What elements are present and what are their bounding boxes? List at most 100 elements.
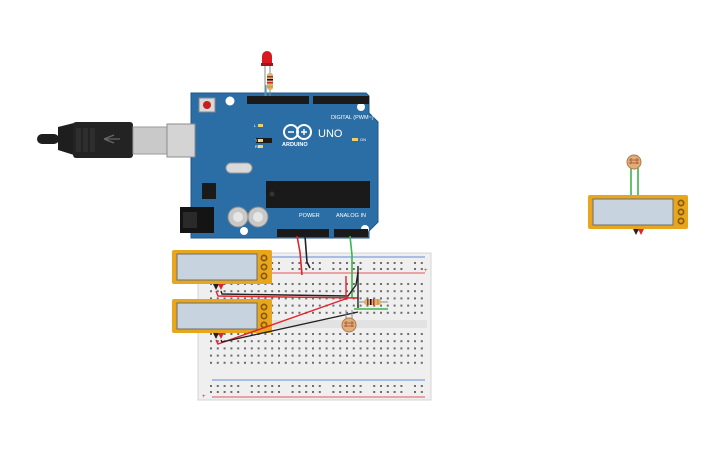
breadboard-hole[interactable]: [346, 385, 348, 387]
breadboard-hole[interactable]: [230, 333, 233, 335]
breadboard-hole[interactable]: [339, 290, 342, 293]
breadboard-hole[interactable]: [414, 290, 416, 293]
breadboard-hole[interactable]: [414, 354, 416, 357]
breadboard-hole[interactable]: [386, 354, 389, 357]
resistor-icon[interactable]: [358, 299, 388, 305]
breadboard-hole[interactable]: [223, 347, 226, 350]
breadboard-hole[interactable]: [318, 391, 321, 393]
photoresistor-icon[interactable]: [341, 310, 357, 333]
breadboard-hole[interactable]: [291, 262, 294, 264]
breadboard-hole[interactable]: [393, 262, 396, 264]
breadboard-hole[interactable]: [278, 262, 280, 264]
breadboard-hole[interactable]: [271, 297, 274, 300]
breadboard-hole[interactable]: [223, 333, 226, 335]
breadboard-hole[interactable]: [271, 311, 274, 314]
breadboard-hole[interactable]: [386, 262, 389, 264]
breadboard-hole[interactable]: [407, 361, 410, 364]
breadboard-hole[interactable]: [386, 283, 389, 285]
breadboard-hole[interactable]: [359, 385, 362, 387]
breadboard-hole[interactable]: [352, 290, 355, 293]
breadboard-hole[interactable]: [298, 347, 301, 350]
breadboard-hole[interactable]: [339, 311, 342, 314]
breadboard-hole[interactable]: [373, 283, 376, 285]
breadboard-hole[interactable]: [325, 340, 328, 343]
breadboard-hole[interactable]: [420, 333, 423, 335]
breadboard-hole[interactable]: [352, 340, 355, 343]
breadboard-hole[interactable]: [257, 340, 260, 343]
breadboard-hole[interactable]: [264, 391, 267, 393]
breadboard-hole[interactable]: [271, 333, 274, 335]
breadboard-hole[interactable]: [414, 361, 416, 364]
breadboard-hole[interactable]: [339, 385, 342, 387]
breadboard-hole[interactable]: [366, 297, 369, 300]
breadboard-hole[interactable]: [414, 333, 416, 335]
breadboard-hole[interactable]: [250, 361, 253, 364]
breadboard-hole[interactable]: [400, 297, 403, 300]
breadboard-hole[interactable]: [373, 385, 376, 387]
breadboard-hole[interactable]: [271, 304, 274, 307]
breadboard-hole[interactable]: [366, 361, 369, 364]
breadboard-hole[interactable]: [305, 340, 308, 343]
breadboard-hole[interactable]: [352, 268, 355, 270]
breadboard-hole[interactable]: [325, 333, 328, 335]
breadboard-hole[interactable]: [312, 283, 314, 285]
breadboard-hole[interactable]: [400, 283, 403, 285]
breadboard-hole[interactable]: [366, 347, 369, 350]
breadboard-hole[interactable]: [244, 354, 246, 357]
breadboard-hole[interactable]: [312, 340, 314, 343]
breadboard-hole[interactable]: [339, 347, 342, 350]
breadboard-hole[interactable]: [244, 361, 246, 364]
breadboard-hole[interactable]: [305, 268, 308, 270]
breadboard-hole[interactable]: [305, 304, 308, 307]
breadboard-hole[interactable]: [352, 262, 355, 264]
breadboard-hole[interactable]: [264, 340, 267, 343]
breadboard-hole[interactable]: [386, 385, 389, 387]
breadboard-hole[interactable]: [278, 361, 280, 364]
breadboard-hole[interactable]: [257, 290, 260, 293]
breadboard-hole[interactable]: [257, 297, 260, 300]
breadboard-hole[interactable]: [420, 311, 423, 314]
breadboard-hole[interactable]: [420, 354, 423, 357]
breadboard-hole[interactable]: [400, 385, 403, 387]
breadboard-hole[interactable]: [312, 304, 314, 307]
breadboard-hole[interactable]: [325, 311, 328, 314]
breadboard-hole[interactable]: [284, 340, 287, 343]
breadboard-hole[interactable]: [318, 385, 321, 387]
breadboard-hole[interactable]: [414, 283, 416, 285]
breadboard-hole[interactable]: [216, 290, 219, 293]
breadboard-hole[interactable]: [325, 290, 328, 293]
breadboard-hole[interactable]: [271, 391, 274, 393]
breadboard-hole[interactable]: [407, 290, 410, 293]
breadboard-hole[interactable]: [393, 333, 396, 335]
breadboard-hole[interactable]: [284, 333, 287, 335]
breadboard-hole[interactable]: [380, 333, 382, 335]
breadboard-hole[interactable]: [414, 347, 416, 350]
breadboard-hole[interactable]: [318, 354, 321, 357]
breadboard-hole[interactable]: [278, 304, 280, 307]
breadboard-hole[interactable]: [298, 290, 301, 293]
breadboard-hole[interactable]: [278, 290, 280, 293]
breadboard-hole[interactable]: [250, 290, 253, 293]
breadboard-hole[interactable]: [414, 268, 416, 270]
breadboard-hole[interactable]: [210, 340, 212, 343]
breadboard-hole[interactable]: [407, 340, 410, 343]
breadboard-hole[interactable]: [332, 333, 335, 335]
breadboard-hole[interactable]: [380, 385, 382, 387]
breadboard-hole[interactable]: [414, 262, 416, 264]
photoresistor-icon[interactable]: [626, 154, 642, 195]
breadboard-hole[interactable]: [318, 347, 321, 350]
breadboard-hole[interactable]: [352, 391, 355, 393]
breadboard-hole[interactable]: [312, 268, 314, 270]
breadboard-hole[interactable]: [271, 385, 274, 387]
breadboard-hole[interactable]: [400, 268, 403, 270]
breadboard-hole[interactable]: [359, 354, 362, 357]
breadboard-hole[interactable]: [414, 385, 416, 387]
breadboard-hole[interactable]: [332, 347, 335, 350]
breadboard-hole[interactable]: [312, 262, 314, 264]
breadboard-hole[interactable]: [210, 354, 212, 357]
breadboard-hole[interactable]: [346, 347, 348, 350]
breadboard-hole[interactable]: [373, 268, 376, 270]
breadboard-hole[interactable]: [312, 347, 314, 350]
breadboard-hole[interactable]: [284, 290, 287, 293]
